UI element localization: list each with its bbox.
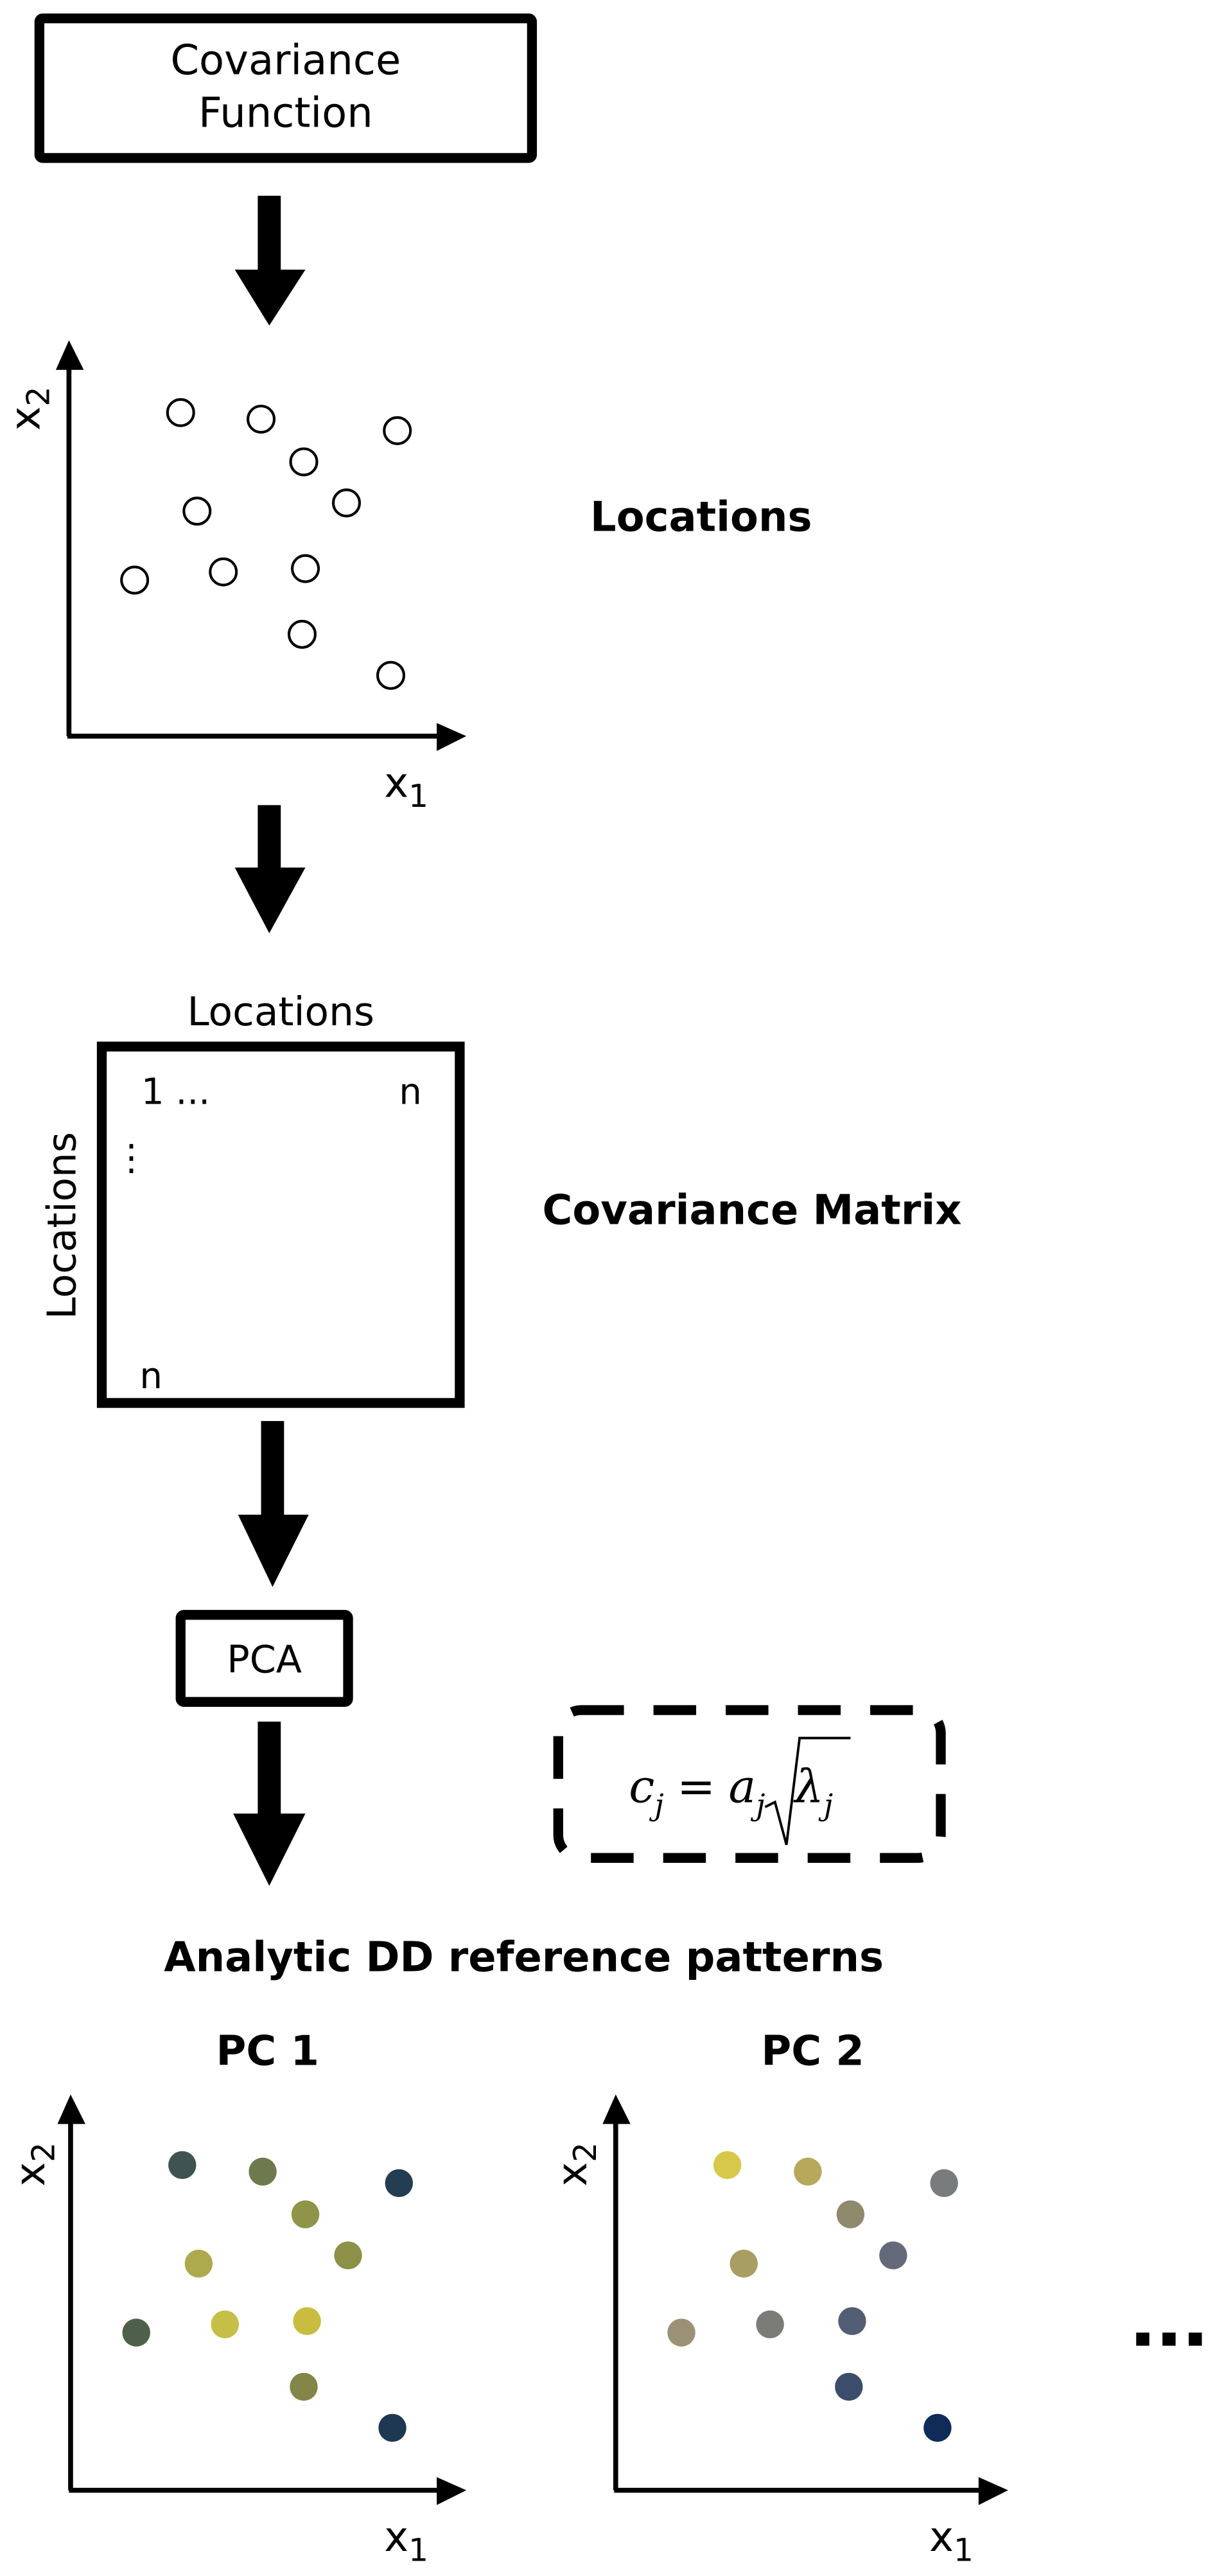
location-point	[291, 554, 320, 583]
locations-plot: x2 x1	[2, 340, 467, 815]
matrix-top-right-label: n	[399, 1072, 422, 1113]
x-axis-label: x1	[384, 760, 428, 815]
pc2-x-axis-label-main: x	[929, 2514, 954, 2561]
pc2-x-axis-label-sub: 1	[954, 2532, 974, 2568]
covariance-function-line2: Function	[198, 89, 373, 137]
pca-box: PCA	[175, 1610, 353, 1707]
location-point	[287, 619, 317, 649]
pc1-y-axis-label-main: x	[7, 2162, 55, 2187]
pc1-point	[249, 2157, 277, 2186]
down-arrow-icon	[234, 805, 306, 933]
formula-lambda: λ	[792, 1760, 823, 1813]
location-point	[289, 447, 319, 477]
location-point	[209, 557, 238, 587]
covariance-matrix: Locations Locations 1 ... n ⋮ n	[40, 989, 465, 1408]
formula-c: c	[629, 1760, 654, 1813]
pc2-panel: PC 2 x2 x1	[549, 2027, 1008, 2568]
covariance-function-line1: Covariance	[170, 37, 401, 85]
pc1-point	[168, 2151, 197, 2180]
pc1-point	[122, 2318, 150, 2347]
location-point	[247, 404, 276, 434]
pc1-x-axis-label-sub: 1	[408, 2532, 428, 2568]
pc2-point	[835, 2372, 863, 2401]
pc2-point	[756, 2310, 784, 2339]
y-axis-label-sub: 2	[21, 387, 57, 407]
pc1-point	[290, 2372, 318, 2401]
location-point	[120, 565, 150, 595]
y-axis-arrow-icon	[55, 340, 84, 370]
y-axis-label-main: x	[2, 407, 49, 431]
y-axis-label: x2	[2, 387, 57, 431]
pc1-point	[334, 2241, 362, 2270]
continuation-ellipsis	[1136, 2333, 1202, 2346]
pc2-x-axis-label: x1	[929, 2514, 974, 2568]
matrix-side-header: Locations	[40, 1132, 85, 1319]
pc1-points	[122, 2151, 414, 2442]
pc1-x-axis-label-main: x	[384, 2514, 408, 2561]
pca-label: PCA	[227, 1637, 302, 1681]
locations-label: Locations	[590, 493, 812, 541]
pc1-y-axis-label: x2	[7, 2142, 62, 2187]
pc1-x-axis-arrow-icon	[437, 2477, 467, 2505]
pc2-points	[667, 2151, 958, 2442]
x-axis-label-main: x	[384, 760, 408, 807]
pc2-point	[838, 2307, 866, 2335]
pc2-point	[923, 2413, 952, 2442]
pc2-point	[713, 2151, 742, 2180]
pc2-point	[930, 2169, 958, 2198]
covariance-function-box: Covariance Function	[34, 13, 538, 163]
matrix-top-header: Locations	[187, 989, 374, 1035]
pc1-panel: PC 1 x2 x1	[7, 2027, 467, 2568]
location-points	[120, 398, 412, 690]
matrix-vertical-dots: ⋮	[113, 1137, 149, 1179]
location-point	[383, 416, 412, 445]
pc1-y-axis-arrow-icon	[57, 2094, 85, 2124]
pc1-x-axis-label: x1	[384, 2514, 428, 2568]
pc2-point	[836, 2200, 865, 2228]
pc2-y-axis-label-sub: 2	[568, 2142, 604, 2162]
pc1-point	[378, 2413, 406, 2442]
square-root-icon	[764, 1736, 851, 1846]
pc2-x-axis-arrow-icon	[978, 2477, 1008, 2505]
formula-equals: =	[677, 1760, 715, 1813]
x-axis-label-sub: 1	[408, 779, 428, 815]
pc2-y-axis-arrow-icon	[602, 2094, 631, 2124]
covariance-matrix-label: Covariance Matrix	[542, 1187, 961, 1234]
matrix-bottom-left-label: n	[139, 1355, 162, 1397]
location-point	[331, 488, 361, 518]
pc2-point	[794, 2157, 822, 2186]
pc2-point	[730, 2249, 758, 2278]
pc1-point	[293, 2307, 321, 2335]
down-arrow-icon	[238, 1421, 309, 1587]
pc1-point	[291, 2200, 320, 2228]
patterns-title: Analytic DD reference patterns	[164, 1934, 884, 1982]
location-point	[166, 398, 195, 427]
location-point	[376, 660, 406, 690]
x-axis-arrow-icon	[437, 723, 467, 751]
pc1-point	[184, 2249, 213, 2278]
down-arrow-icon	[234, 195, 306, 326]
pc1-point	[385, 2169, 414, 2198]
pc2-y-axis-label: x2	[549, 2142, 604, 2187]
location-point	[182, 497, 212, 526]
down-arrow-icon	[233, 1721, 306, 1886]
pc1-title: PC 1	[216, 2027, 319, 2075]
pc2-point	[879, 2241, 907, 2270]
pc1-y-axis-label-sub: 2	[26, 2142, 62, 2162]
pc1-point	[211, 2310, 240, 2339]
pc2-point	[667, 2318, 695, 2347]
matrix-top-left-label: 1 ...	[141, 1072, 210, 1113]
pc2-y-axis-label-main: x	[549, 2162, 597, 2187]
formula-a: a	[729, 1760, 756, 1813]
pc2-title: PC 2	[761, 2027, 864, 2075]
